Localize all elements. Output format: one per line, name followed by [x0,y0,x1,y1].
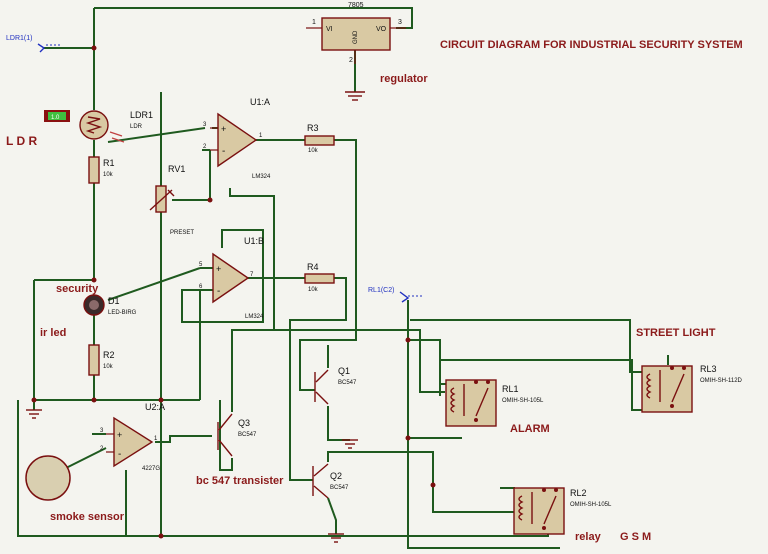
u1b-plus: + [216,264,221,274]
u2a-pin2: 2 [100,446,104,452]
rl1-voltage-probe: RL1(C2) [368,287,424,303]
rl2-value: OMIH-SH-105L [570,502,612,508]
ldr-label: L D R [6,134,37,148]
u1b-minus: - [217,286,220,297]
rl1-value: OMIH-SH-105L [502,398,544,404]
r4-value: 10k [308,287,319,293]
r1-value: 10k [103,172,114,178]
transistor-q2: Q2 BC547 [312,463,349,499]
ground-symbol-left [26,409,42,419]
u2a-plus: + [117,430,122,440]
ldr1-value: LDR [130,124,143,130]
u1a-minus: - [222,146,225,157]
diagram-title: CIRCUIT DIAGRAM FOR INDUSTRIAL SECURITY … [440,39,743,51]
u2a-pin3: 3 [100,428,104,434]
relay-label: relay [575,531,602,543]
preset-rv1: RV1 PRESET [149,164,194,236]
transistor-q3: Q3 BC547 [217,413,257,457]
regulator-pin-1: 1 [312,19,316,26]
ir-led-label: ir led [40,327,66,339]
resistor-r4: R4 10k [304,262,335,293]
street-light-label: STREET LIGHT [636,327,716,339]
r1-ref: R1 [103,158,115,168]
r2-ref: R2 [103,350,115,360]
q3-ref: Q3 [238,418,250,428]
u2a-minus: - [118,449,121,460]
u1a-pin1: 1 [259,133,263,139]
u1b-pin5: 5 [199,262,203,268]
opamp-u1a: + - 3 2 1 U1:A LM324 [203,97,271,180]
rl3-value: OMIH-SH-112D [700,378,743,384]
d1-value: LED-BIRG [108,310,137,316]
d1-ref: D1 [108,296,120,306]
opamp-u1b: + - 5 6 7 U1:B LM324 [199,236,264,320]
alarm-label: ALARM [510,423,550,435]
regulator-pin-2: 2 [349,57,353,64]
ground-symbol-q1 [342,439,358,449]
regulator-vi-pin: VI [326,26,333,33]
ldr-probe-label: LDR1(1) [6,35,32,42]
ldr-voltage-probe: LDR1(1) [6,35,62,53]
rl1-ref: RL1 [502,384,519,394]
regulator-label: regulator [380,73,428,85]
u1b-pin7: 7 [250,272,254,278]
security-label: security [56,283,99,295]
u1b-ref: U1:B [244,236,264,246]
light-meter-value: 1.0 [51,115,60,121]
wires [17,7,669,549]
q2-ref: Q2 [330,471,342,481]
q2-value: BC547 [330,485,349,491]
u2a-value: 4227G [142,466,160,472]
led-d1: D1 LED-BIRG [83,294,137,316]
u1a-pin2: 2 [203,144,207,150]
smoke-sensor-label: smoke sensor [50,511,125,523]
u1b-pin6: 6 [199,284,203,290]
regulator-part-label: 7805 [348,2,364,9]
ldr-light-meter: 1.0 [44,110,70,122]
transistor-label: bc 547 transister [196,475,284,487]
transistor-q1: Q1 BC547 [314,366,357,405]
ldr1-ref: LDR1 [130,110,153,120]
junction-dots [31,45,436,539]
regulator-pin-3: 3 [398,19,402,26]
resistor-r2: R2 10k [88,344,115,376]
relay-rl1: RL1 OMIH-SH-105L [445,379,544,427]
u2a-pin1: 1 [154,436,158,442]
gsm-label: G S M [620,531,651,543]
rv1-value: PRESET [170,230,194,236]
resistor-r1: R1 10k [88,156,115,184]
q1-ref: Q1 [338,366,350,376]
u1a-pin3: 3 [203,122,207,128]
relay-rl2: RL2 OMIH-SH-105L [513,487,612,535]
q3-value: BC547 [238,432,257,438]
rl3-ref: RL3 [700,364,717,374]
ground-symbol-q2 [328,533,344,543]
r4-ref: R4 [307,262,319,272]
voltage-regulator-7805: 7805 VI VO GND 1 3 2 [306,2,406,64]
rv1-ref: RV1 [168,164,185,174]
relay-rl3: RL3 OMIH-SH-112D [641,364,743,413]
regulator-vo-pin: VO [376,26,387,33]
u2a-ref: U2:A [145,402,165,412]
rl1-probe-label: RL1(C2) [368,287,394,294]
r3-ref: R3 [307,123,319,133]
q1-value: BC547 [338,380,357,386]
resistor-r3: R3 10k [304,123,335,154]
r2-value: 10k [103,364,114,370]
ldr1-photoresistor: LDR1 LDR [79,110,153,143]
smoke-sensor-element [25,455,71,501]
u1b-value: LM324 [245,314,264,320]
u1a-ref: U1:A [250,97,270,107]
regulator-gnd-pin: GND [353,30,359,44]
rl2-ref: RL2 [570,488,587,498]
u1a-value: LM324 [252,174,271,180]
opamp-u2a: + - 3 2 1 U2:A 4227G [100,402,165,472]
u1a-plus: + [221,124,226,134]
ground-symbol-regulator [345,91,365,101]
r3-value: 10k [308,148,319,154]
